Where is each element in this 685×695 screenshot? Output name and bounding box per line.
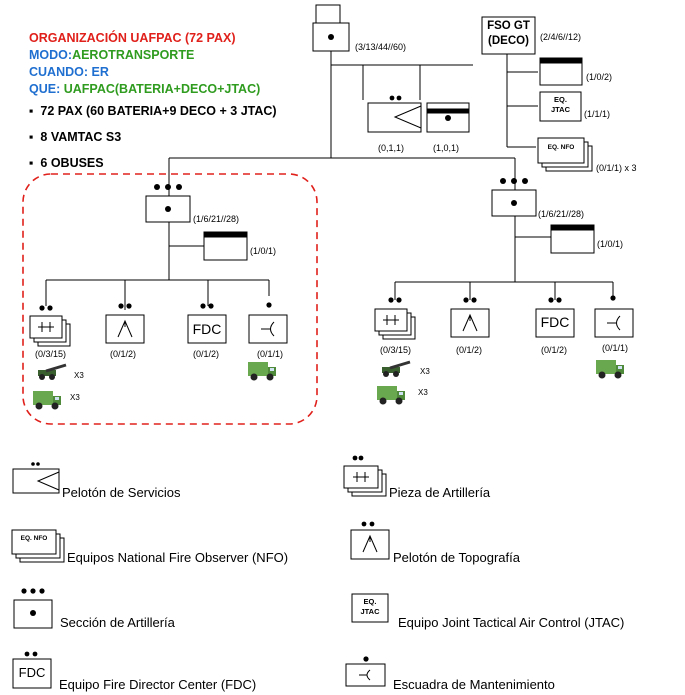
fso-box: [481, 16, 536, 55]
legend-jtac-symbol: [351, 593, 389, 623]
fso-nfo-code: (0/1/1) x 3: [596, 163, 637, 173]
truck-icon: [248, 362, 276, 381]
legend-fdc-box-label: FDC: [18, 665, 46, 680]
left-section-highlight: [22, 173, 318, 425]
left-fdc-label: FDC: [192, 321, 222, 337]
left-maintenance-code: (0/1/1): [257, 349, 284, 359]
right-fdc-label: FDC: [540, 314, 570, 330]
legend-maintenance-symbol: [345, 663, 386, 687]
top-hq-code: (3/13/44//60): [355, 42, 407, 52]
legend-topography-symbol: [350, 529, 390, 560]
legend-services-symbol: [12, 468, 60, 494]
left-section-box: [145, 195, 191, 223]
truck-icon: [33, 391, 61, 410]
right-section-hq-element: [550, 224, 595, 254]
bullet-item: ▪ 8 VAMTAC S3: [29, 130, 122, 144]
org-title: ORGANIZACIÓN UAFPAC (72 PAX): [29, 31, 236, 45]
left-topography-code: (0/1/2): [110, 349, 137, 359]
fso-jtac-box: [539, 91, 582, 122]
left-section-code: (1/6/21//28): [193, 214, 240, 224]
legend-nfo-symbol: [11, 529, 57, 555]
legend-section-symbol: [13, 599, 53, 629]
right-fdc-code: (0/1/2): [541, 345, 568, 355]
right-fdc-box: [535, 308, 575, 338]
cuando-line: CUANDO: ER: [29, 65, 109, 79]
legend-topography-label: Pelotón de Topografía: [393, 550, 520, 565]
left-maintenance-box: [248, 314, 288, 344]
legend-nfo-label: Equipos National Fire Observer (NFO): [67, 550, 289, 565]
right-section-code: (1/6/21//28): [538, 209, 585, 219]
howitzer-icon: [36, 363, 68, 382]
hq-element-box: [426, 102, 470, 133]
fso-sub1-code: (1/0/2): [586, 72, 613, 82]
left-topography-box: [105, 314, 145, 344]
left-artillery-code: (0/3/15): [35, 349, 67, 359]
services-platoon-box: [367, 102, 422, 133]
bullet-item: ▪ 6 OBUSES: [29, 156, 104, 170]
left-howitzer-multiplier: X3: [74, 371, 84, 380]
legend-jtac-label: Equipo Joint Tactical Air Control (JTAC): [398, 615, 625, 630]
legend-maintenance-label: Escuadra de Mantenimiento: [393, 677, 555, 692]
top-hq-flag-box: [315, 4, 341, 24]
left-fdc-box: [187, 314, 227, 344]
right-howitzer-multiplier: X3: [420, 367, 430, 376]
legend-fdc-label: Equipo Fire Director Center (FDC): [59, 677, 257, 692]
modo-value: AEROTRANSPORTE: [72, 48, 195, 62]
hq-element-code: (1,0,1): [433, 143, 460, 153]
legend-section-label: Sección de Artillería: [60, 615, 175, 630]
legend-fdc-symbol: [12, 658, 52, 689]
fso-jtac-code: (1/1/1): [584, 109, 611, 119]
right-maintenance-box: [594, 308, 634, 338]
bullet-item: ▪ 72 PAX (60 BATERIA+9 DECO + 3 JTAC): [29, 104, 277, 118]
que-value: UAFPAC(BATERIA+DECO+JTAC): [63, 82, 261, 96]
right-maintenance-code: (0/1/1): [602, 343, 629, 353]
fso-hq-element-box: [539, 57, 583, 86]
legend-nfo-box-label: EQ. NFO: [20, 535, 48, 542]
legend-jtac-box-label: EQ. JTAC: [360, 597, 380, 616]
legend-artillery-piece-label: Pieza de Artillería: [389, 485, 491, 500]
right-truck-multiplier: X3: [418, 388, 428, 397]
left-section-hq-element: [203, 231, 248, 261]
modo-line: MODO:AEROTRANSPORTE: [29, 48, 194, 62]
left-section-hq-code: (1/0/1): [250, 246, 277, 256]
truck-icon: [596, 360, 624, 379]
services-code: (0,1,1): [378, 143, 405, 153]
right-topography-box: [450, 308, 490, 338]
legend-services-label: Pelotón de Servicios: [62, 485, 181, 500]
fso-box-label: FSO GT (DECO): [487, 20, 530, 47]
fso-jtac-label: EQ. JTAC: [550, 95, 571, 114]
fso-nfo-box: [537, 137, 585, 164]
right-artillery-code: (0/3/15): [380, 345, 412, 355]
que-label: QUE:: [29, 82, 64, 96]
left-fdc-code: (0/1/2): [193, 349, 220, 359]
truck-icon: [377, 386, 405, 405]
right-section-box: [491, 189, 537, 217]
howitzer-icon: [380, 360, 412, 379]
fso-nfo-label: EQ. NFO: [547, 144, 575, 151]
modo-label: MODO:: [29, 48, 73, 62]
left-truck-multiplier: X3: [70, 393, 80, 402]
fso-code: (2/4/6//12): [540, 32, 582, 42]
que-line: QUE: UAFPAC(BATERIA+DECO+JTAC): [29, 82, 260, 96]
right-topography-code: (0/1/2): [456, 345, 483, 355]
right-section-hq-code: (1/0/1): [597, 239, 624, 249]
